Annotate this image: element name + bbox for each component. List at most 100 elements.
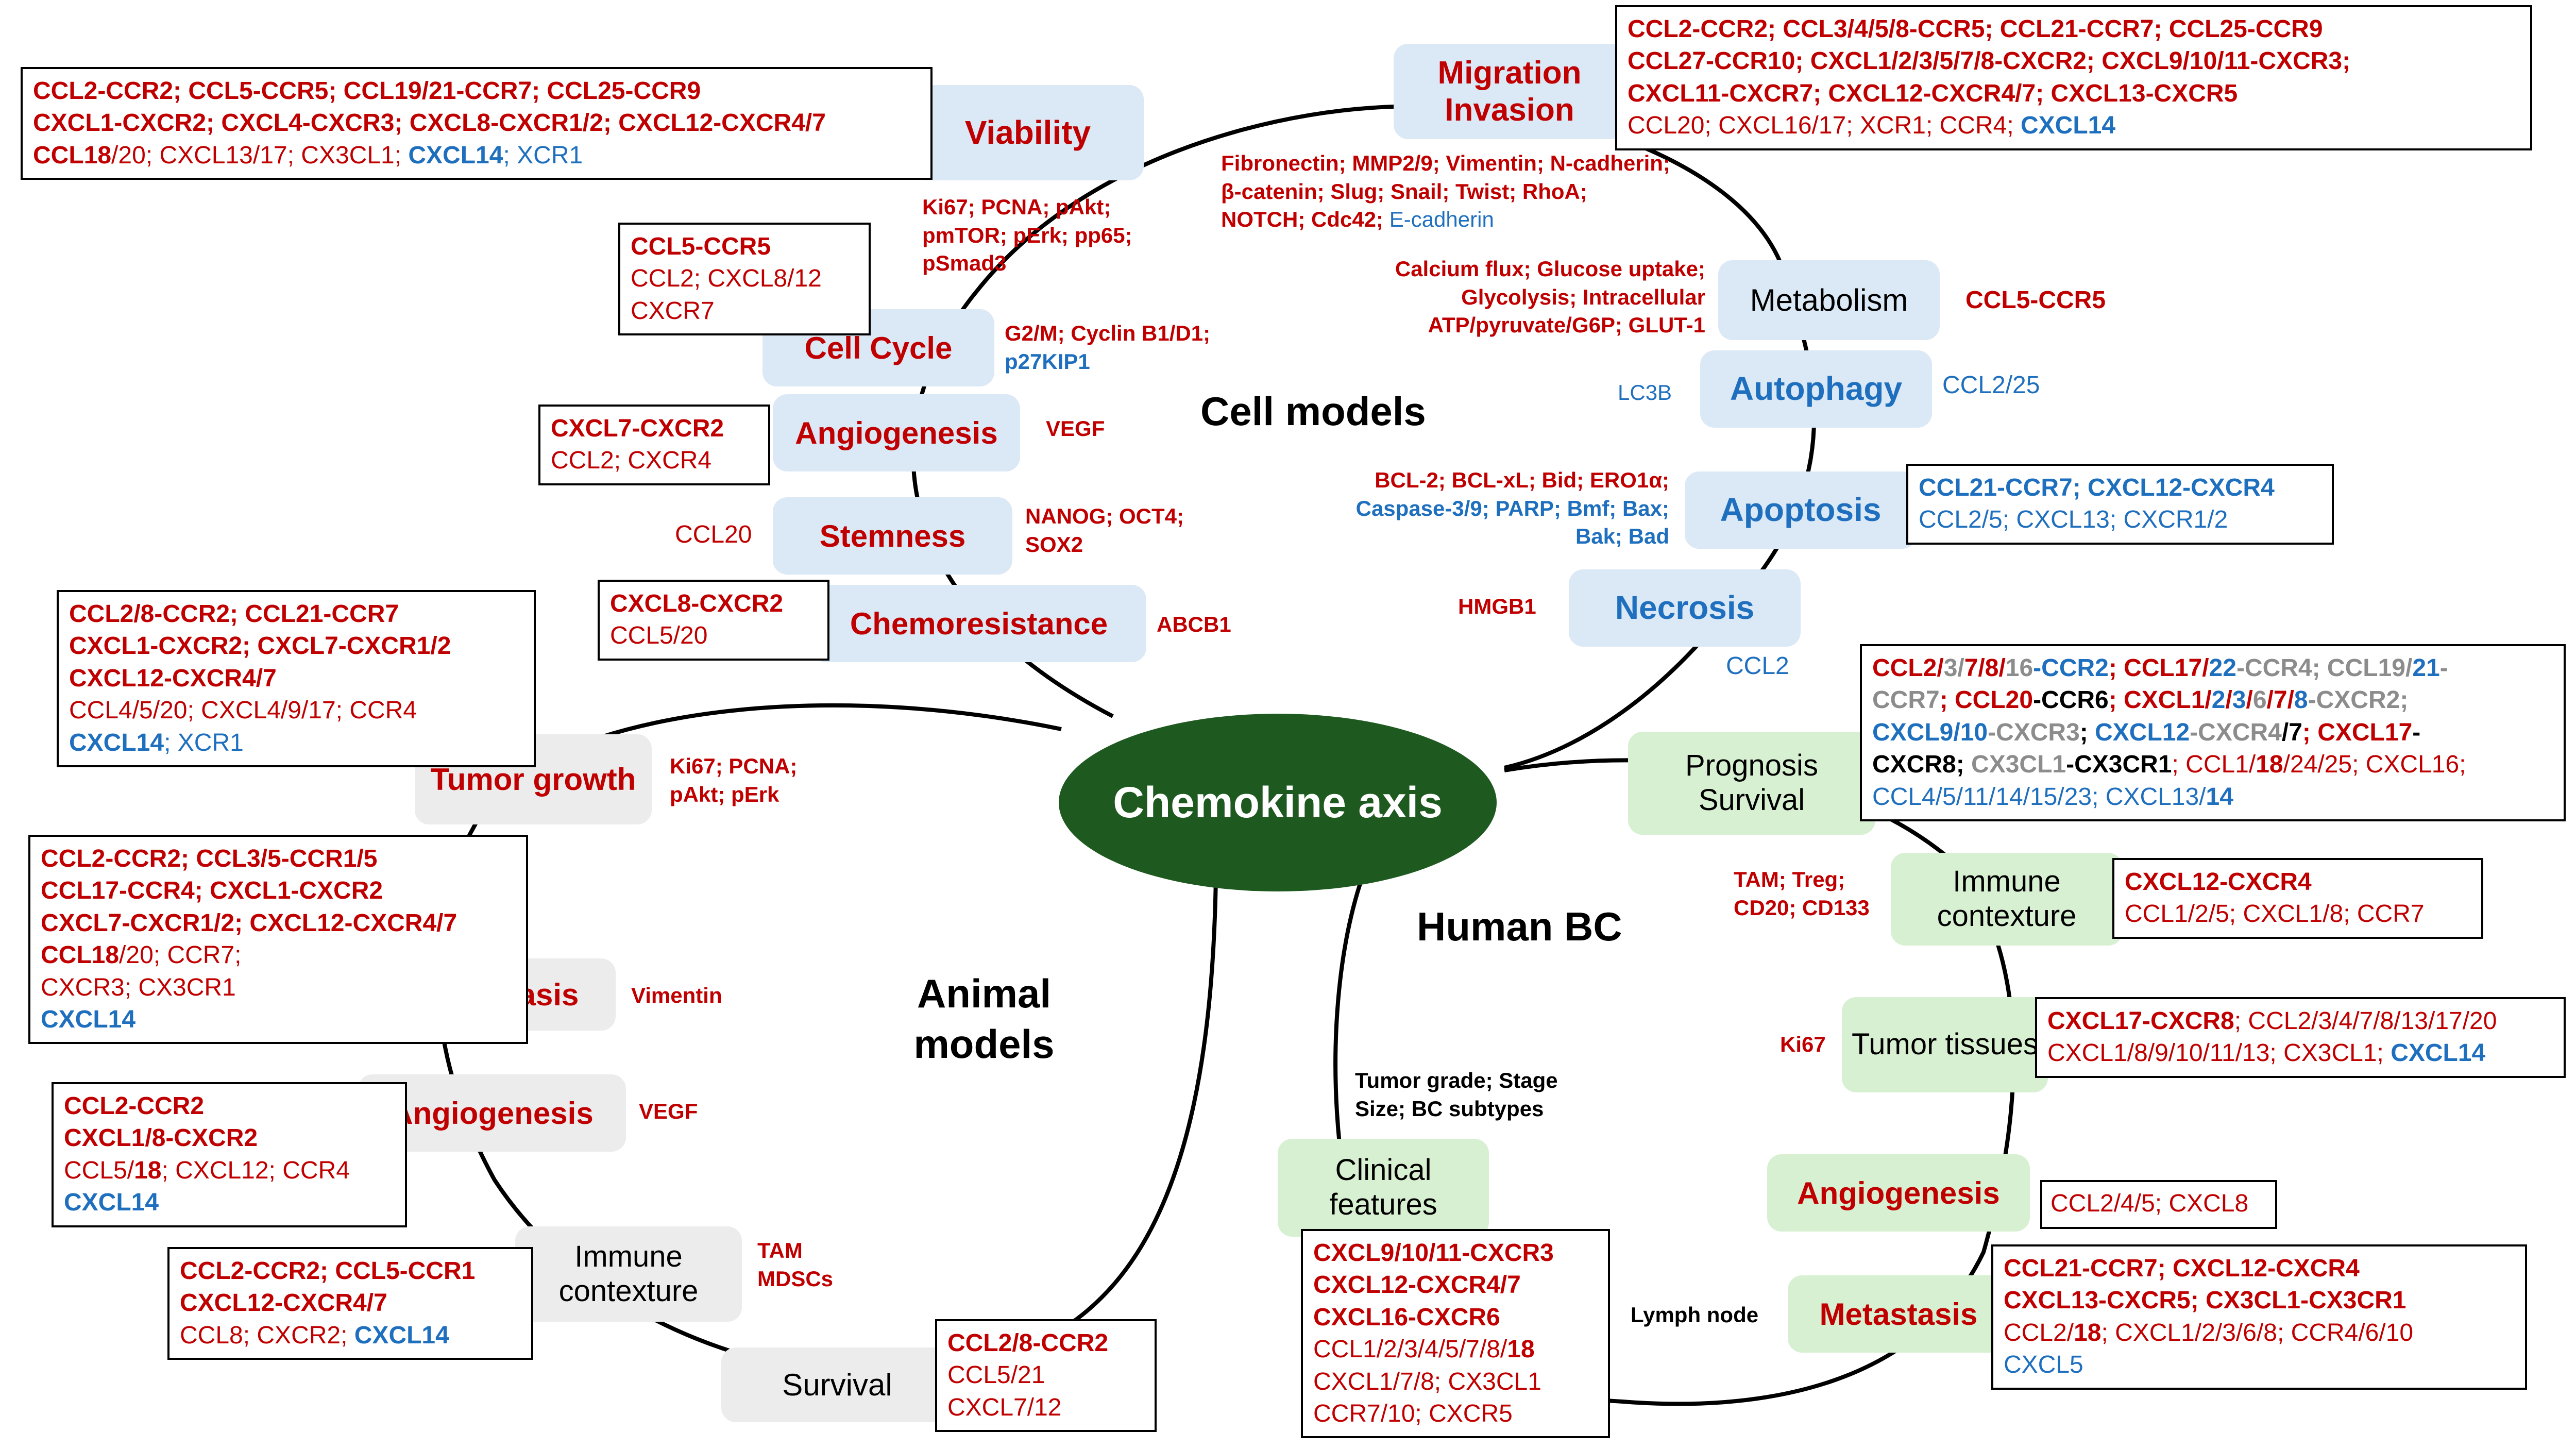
- box-line: CCL18/20; CXCL13/17; CX3CL1; CXCL14; XCR…: [33, 140, 920, 172]
- chemokine-segment: /7/: [2266, 686, 2294, 714]
- chemokine-segment: CXCR3; CX3CR1: [41, 973, 236, 1001]
- chemokine-segment: -CXCR2;: [2308, 686, 2409, 714]
- chemokine-segment: 18: [2074, 1319, 2102, 1346]
- chemokine-segment: CXCL14: [69, 729, 164, 756]
- node-prognosis-survival: Prognosis Survival: [1628, 732, 1875, 835]
- chemokine-segment: -CCR2: [2033, 654, 2109, 682]
- chemokine-segment: CXCL1/8/9/10/11/13; CX3CL1;: [2047, 1039, 2391, 1067]
- chemokine-segment: CXCL1-CXCR2; CXCL4-CXCR3; CXCL8-CXCR1/2;…: [33, 109, 826, 137]
- chemokine-segment: CCL18: [33, 141, 112, 169]
- box-line: CXCL14: [64, 1187, 395, 1219]
- box-line: CCL2/8-CCR2: [947, 1327, 1144, 1359]
- chemokine-segment: -CX3CR1: [2066, 751, 2172, 779]
- chemokine-segment: CCR7: [1872, 686, 1940, 714]
- box-line: CCL21-CCR7; CXCL12-CXCR4: [1919, 472, 2321, 504]
- box-line: CCL2/5; CXCL13; CXCR1/2: [1919, 504, 2321, 536]
- chemokine-segment: ; CCL2/3/4/7/8/13/17/20: [2234, 1007, 2497, 1035]
- box-line: CXCL1/8-CXCR2: [64, 1122, 395, 1154]
- chemokine-segment: CCL2-CCR2: [64, 1092, 205, 1120]
- chemokine-segment: 16: [2005, 654, 2033, 682]
- box-line: CCR7; CCL20-CCR6; CXCL1/2/3/6/7/8-CXCR2;: [1872, 684, 2553, 716]
- chemokine-segment: -CXCR4: [2190, 718, 2282, 746]
- box-line: CXCL5: [2004, 1349, 2515, 1381]
- chemokine-segment: 3: [2232, 686, 2246, 714]
- section-cell-models: Cell models: [1200, 389, 1426, 434]
- box-line: CXCL16-CXCR6: [1313, 1302, 1598, 1334]
- box-line: CXCL1/7/8; CX3CL1: [1313, 1366, 1598, 1398]
- box-line: CCL1/2/5; CXCL1/8; CCR7: [2125, 898, 2471, 930]
- section-human-bc: Human BC: [1417, 904, 1622, 949]
- chemokine-segment: CCL2-CCR2; CCL5-CCR1: [180, 1257, 476, 1285]
- markers-necrosis: HMGB1: [1458, 594, 1536, 618]
- box-line: CCL2; CXCL8/12: [631, 263, 858, 295]
- markers-apoptosis: BCL-2; BCL-xL; Bid; ERO1α; Caspase-3/9; …: [1309, 466, 1669, 551]
- chemokine-segment: CXCL12-CXCR4/7: [1313, 1271, 1521, 1299]
- chemokine-segment: CXCL12-CXCR4/7: [180, 1289, 387, 1317]
- node-angiogenesis-cell: Angiogenesis: [773, 394, 1020, 471]
- box-line: CXCL1-CXCR2; CXCL7-CXCR1/2: [69, 630, 523, 662]
- box-line: CCL2-CCR2; CCL5-CCR1: [180, 1255, 521, 1287]
- chemokine-segment: ; XCR1: [164, 729, 244, 756]
- chemokine-segment: 18: [1507, 1336, 1535, 1363]
- chemokine-segment: /: [2246, 686, 2253, 714]
- chemokine-segment: ; CXCL17: [2302, 718, 2413, 746]
- markers-clinical: Tumor grade; Stage Size; BC subtypes: [1355, 1068, 1558, 1121]
- chemokine-segment: 2: [2211, 686, 2226, 714]
- chemokine-segment: -CXCR3: [1988, 718, 2080, 746]
- box-line: CCL27-CCR10; CXCL1/2/3/5/7/8-CXCR2; CXCL…: [1628, 45, 2520, 77]
- chemokine-segment: ;: [1956, 751, 1972, 779]
- chemokine-segment: CCL8; CXCR2;: [180, 1321, 354, 1349]
- markers-immune-animal: TAM MDSCs: [757, 1238, 834, 1291]
- chemokine-segment: CCL4/5/11/14/15/23; CXCL13/: [1872, 783, 2206, 811]
- chemokine-segment: CXCL14: [64, 1189, 159, 1217]
- box-line: CXCL12-CXCR4/7: [69, 663, 523, 695]
- chemokine-segment: 7/8/: [1964, 654, 2006, 682]
- chemokine-segment: CXCL14: [354, 1321, 449, 1349]
- chemokine-segment: ; XCR1: [503, 141, 583, 169]
- node-angiogenesis-human: Angiogenesis: [1767, 1154, 2030, 1232]
- box-line: CXCL8-CXCR2: [610, 588, 817, 620]
- chemokine-segment: CXCL13-CXCR5; CX3CL1-CX3CR1: [2004, 1287, 2406, 1315]
- node-clinical-features: Clinical features: [1278, 1139, 1489, 1237]
- box-line: CXCL14; XCR1: [69, 727, 523, 759]
- markers-lymph-node: Lymph node: [1631, 1303, 1759, 1327]
- cell-models-arc-right: [1504, 116, 1817, 770]
- box-line: CXCL11-CXCR7; CXCL12-CXCR4/7; CXCL13-CXC…: [1628, 78, 2520, 110]
- chemokine-segment: 3/: [1943, 654, 1964, 682]
- node-metastasis-human: Metastasis: [1788, 1275, 2009, 1353]
- section-animal-models: Animal models: [913, 971, 1055, 1067]
- animal-models-arc: [435, 703, 1218, 1377]
- chemokine-segment: CCL20: [1955, 686, 2033, 714]
- chemokine-segment: CXCL7/12: [947, 1393, 1062, 1421]
- chemokine-segment: CXCL14: [2391, 1039, 2486, 1067]
- box-line: CXCL1-CXCR2; CXCL4-CXCR3; CXCL8-CXCR1/2;…: [33, 107, 920, 139]
- chemokine-segment: CCL2/: [1872, 654, 1944, 682]
- chemokine-segment: 18: [134, 1156, 162, 1184]
- chemokine-segment: CCL2/: [2004, 1319, 2074, 1346]
- box-line: CCL2-CCR2; CCL5-CCR5; CCL19/21-CCR7; CCL…: [33, 75, 920, 107]
- chemokine-segment: CCL2-CCR2; CCL3/5-CCR1/5: [41, 845, 378, 872]
- chemokine-segment: /20; CCR7;: [119, 941, 242, 969]
- markers-migration-red: Fibronectin; MMP2/9; Vimentin; N-cadheri…: [1221, 151, 1670, 232]
- box-viability: CCL2-CCR2; CCL5-CCR5; CCL19/21-CCR7; CCL…: [21, 67, 933, 180]
- box-line: CCR7/10; CXCR5: [1313, 1398, 1598, 1430]
- chemokine-segment: CCL2; CXCL8/12: [631, 265, 822, 293]
- node-immune-contexture-animal: Immune contexture: [515, 1226, 742, 1322]
- markers-autophagy: LC3B: [1618, 380, 1672, 405]
- node-migration-invasion: Migration Invasion: [1394, 44, 1625, 139]
- box-line: CCL4/5/11/14/15/23; CXCL13/14: [1872, 781, 2553, 813]
- box-line: CCL2; CXCR4: [551, 445, 758, 477]
- chemokine-segment: CCL5/: [64, 1156, 134, 1184]
- chemokine-segment: ; CCL19/: [2312, 654, 2413, 682]
- chemokine-axis-center: Chemokine axis: [1059, 714, 1497, 891]
- box-line: CCL5/20: [610, 620, 817, 652]
- markers-chemoresistance: ABCB1: [1157, 612, 1231, 636]
- box-line: CCL5/21: [947, 1359, 1144, 1391]
- label-necrosis-ccl2: CCL2: [1726, 652, 1789, 680]
- center-title: Chemokine axis: [1113, 778, 1443, 827]
